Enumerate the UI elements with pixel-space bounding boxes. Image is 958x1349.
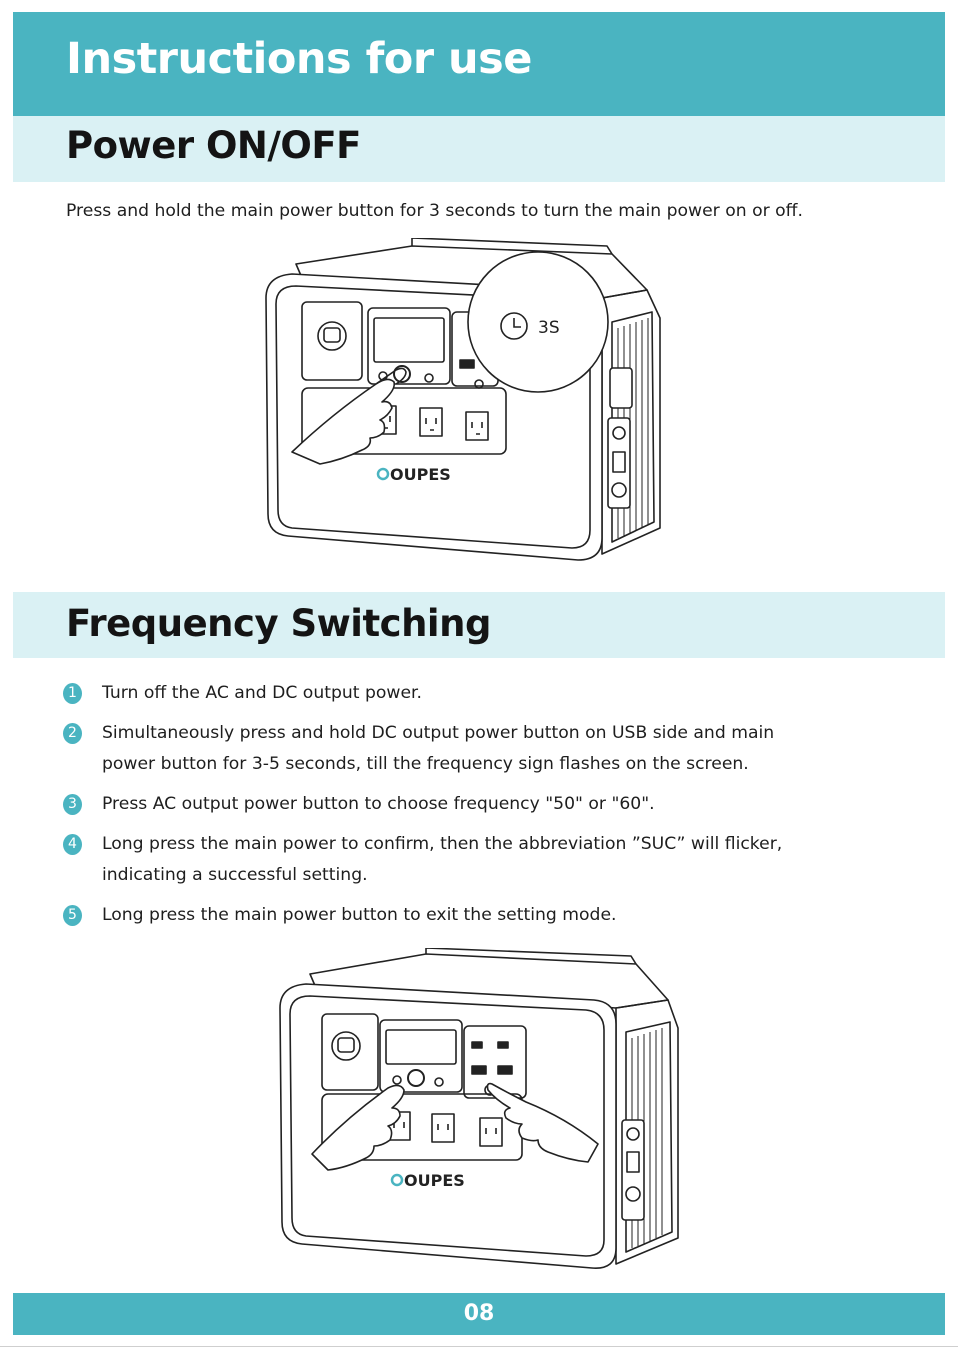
frequency-section-title: Frequency Switching: [66, 602, 491, 645]
step-item: 3 Press AC output power button to choose…: [63, 789, 863, 820]
step-text: Press AC output power button to choose f…: [102, 794, 655, 814]
power-station-illustration-two-hands: OUPES: [279, 948, 679, 1269]
step-text: Simultaneously press and hold DC output …: [102, 723, 775, 743]
step-item: 1 Turn off the AC and DC output power.: [63, 678, 863, 709]
step-text: Long press the main power to confirm, th…: [102, 834, 783, 854]
brand-text: OUPES: [390, 465, 451, 484]
step-number-badge: 4: [63, 834, 82, 855]
step-number-badge: 2: [63, 723, 82, 744]
footer-bar: 08: [13, 1293, 945, 1335]
step-item: 5 Long press the main power button to ex…: [63, 900, 863, 931]
step-text: indicating a successful setting.: [102, 865, 368, 885]
step-number-badge: 1: [63, 683, 82, 704]
frequency-section-header: Frequency Switching: [13, 592, 945, 658]
clock-icon: [500, 312, 528, 340]
header-banner: Instructions for use: [13, 12, 945, 116]
brand-logo: OUPES: [376, 465, 451, 484]
step-text: Long press the main power button to exit…: [102, 905, 617, 925]
step-text: Turn off the AC and DC output power.: [102, 683, 422, 703]
frequency-steps-list: 1 Turn off the AC and DC output power. 2…: [63, 678, 863, 940]
power-instruction-text: Press and hold the main power button for…: [66, 201, 803, 221]
step-text: power button for 3-5 seconds, till the f…: [102, 754, 749, 774]
power-section-header: Power ON/OFF: [13, 116, 945, 182]
timer-label: 3S: [538, 318, 560, 338]
step-item: 4 Long press the main power to confirm, …: [63, 829, 863, 891]
power-section-title: Power ON/OFF: [66, 124, 361, 167]
page-title: Instructions for use: [66, 34, 532, 84]
step-item: 2 Simultaneously press and hold DC outpu…: [63, 718, 863, 780]
step-number-badge: 3: [63, 794, 82, 815]
brand-logo: OUPES: [390, 1171, 465, 1190]
power-station-illustration: OUPES 3S: [265, 238, 661, 561]
bottom-rule: [0, 1346, 958, 1347]
page-number: 08: [463, 1301, 495, 1326]
brand-text: OUPES: [404, 1171, 465, 1190]
step-number-badge: 5: [63, 905, 82, 926]
